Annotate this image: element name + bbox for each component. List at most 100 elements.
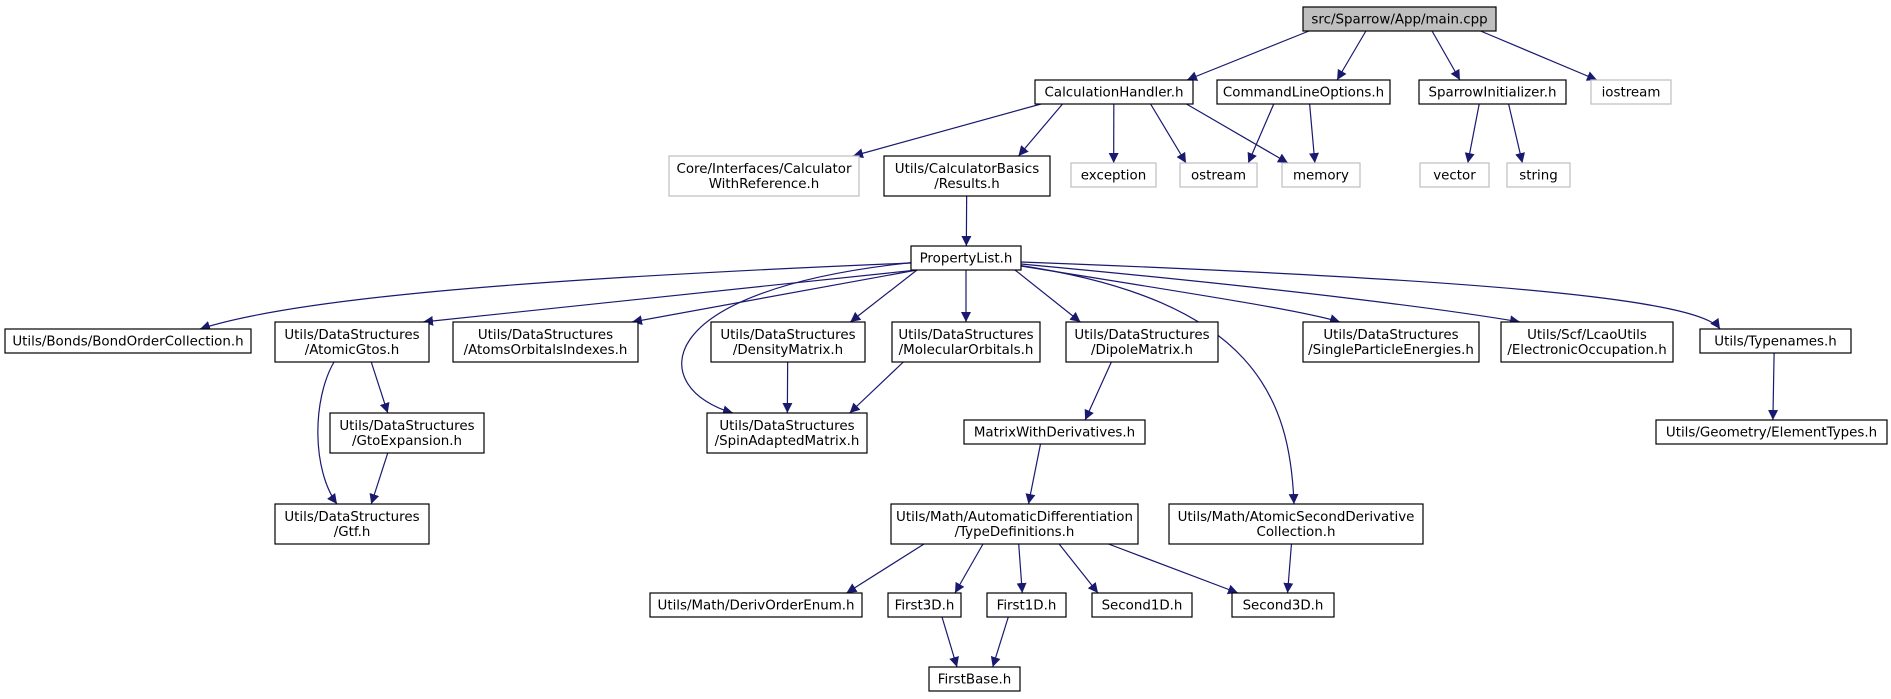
node-label: Utils/DataStructures [898, 328, 1033, 343]
node-label: Utils/DataStructures [284, 510, 419, 525]
node-molecular-orbitals[interactable]: Utils/DataStructures/MolecularOrbitals.h [891, 321, 1041, 363]
node-label: SparrowInitializer.h [1429, 86, 1557, 101]
node-label: exception [1081, 169, 1146, 184]
node-label: Utils/DataStructures [478, 328, 613, 343]
node-label: MatrixWithDerivatives.h [974, 426, 1135, 441]
node-first1d[interactable]: First1D.h [986, 592, 1067, 618]
node-label: Utils/DataStructures [720, 328, 855, 343]
edge-first3d-to-first-base [941, 616, 959, 668]
node-box [1065, 321, 1219, 363]
node-first-base[interactable]: FirstBase.h [928, 666, 1021, 692]
edge-property-list-to-atomic-second [1016, 264, 1299, 505]
node-cmd-opts[interactable]: CommandLineOptions.h [1216, 79, 1391, 105]
node-label: Second3D.h [1243, 599, 1324, 614]
node-first3d[interactable]: First3D.h [887, 592, 962, 618]
node-box [1034, 79, 1194, 105]
node-label: Collection.h [1257, 525, 1336, 540]
edge-sparrow-init-to-string [1508, 103, 1525, 164]
edge-property-list-to-atomic-gtos [422, 269, 918, 326]
node-label: /DipoleMatrix.h [1091, 343, 1193, 358]
node-label: WithReference.h [709, 177, 820, 192]
edge-property-list-to-typenames [1020, 261, 1721, 330]
node-box [1506, 162, 1571, 188]
edge-main-to-iostream [1480, 30, 1598, 81]
edge-type-defs-to-first1d [1016, 543, 1027, 594]
node-label: First3D.h [895, 599, 955, 614]
edge-atomic-second-to-second3d [1283, 543, 1294, 594]
node-box [1179, 162, 1258, 188]
edge-property-list-to-dipole-matrix [1014, 269, 1081, 323]
node-results[interactable]: Utils/CalculatorBasics/Results.h [883, 155, 1051, 197]
node-box [710, 321, 866, 363]
edge-calc-handler-to-memory [1186, 103, 1289, 164]
node-label: CalculationHandler.h [1045, 86, 1184, 101]
node-second3d[interactable]: Second3D.h [1231, 592, 1335, 618]
node-box [928, 666, 1021, 692]
node-label: ostream [1191, 169, 1246, 184]
edge-main-to-calc-handler [1186, 30, 1310, 81]
node-box [668, 155, 860, 197]
node-deriv-order[interactable]: Utils/Math/DerivOrderEnum.h [649, 592, 863, 618]
node-box [329, 412, 485, 454]
node-type-defs[interactable]: Utils/Math/AutomaticDifferentiation/Type… [890, 503, 1139, 545]
node-calc-ref: Core/Interfaces/CalculatorWithReference.… [668, 155, 860, 197]
node-exception: exception [1070, 162, 1157, 188]
node-box [1699, 328, 1852, 354]
node-main[interactable]: src/Sparrow/App/main.cpp [1302, 6, 1497, 32]
node-box [1418, 79, 1567, 105]
edge-calc-handler-to-results [1017, 103, 1064, 157]
node-density-matrix[interactable]: Utils/DataStructures/DensityMatrix.h [710, 321, 866, 363]
node-box [883, 155, 1051, 197]
node-label: /MolecularOrbitals.h [899, 343, 1034, 358]
edge-typenames-to-element-types [1768, 352, 1779, 421]
node-typenames[interactable]: Utils/Typenames.h [1699, 328, 1852, 354]
node-box [1302, 321, 1480, 363]
node-sparrow-init[interactable]: SparrowInitializer.h [1418, 79, 1567, 105]
edge-type-defs-to-first3d [954, 543, 984, 594]
node-matrix-deriv[interactable]: MatrixWithDerivatives.h [963, 419, 1146, 445]
edge-main-to-sparrow-init [1431, 30, 1461, 81]
node-box [887, 592, 962, 618]
node-label: Utils/DataStructures [339, 419, 474, 434]
node-gtf[interactable]: Utils/DataStructures/Gtf.h [274, 503, 430, 545]
node-label: First1D.h [997, 599, 1057, 614]
node-label: /Gtf.h [334, 525, 371, 540]
edge-type-defs-to-deriv-order [846, 543, 925, 594]
node-ostream: ostream [1179, 162, 1258, 188]
node-gto-expansion[interactable]: Utils/DataStructures/GtoExpansion.h [329, 412, 485, 454]
node-box [1281, 162, 1361, 188]
node-label: FirstBase.h [938, 673, 1012, 688]
node-label: /DensityMatrix.h [733, 343, 843, 358]
node-iostream: iostream [1590, 79, 1672, 105]
node-spin-adapted[interactable]: Utils/DataStructures/SpinAdaptedMatrix.h [706, 412, 868, 454]
node-box [649, 592, 863, 618]
edge-type-defs-to-second1d [1058, 543, 1099, 594]
node-box [4, 328, 252, 354]
node-element-types[interactable]: Utils/Geometry/ElementTypes.h [1655, 419, 1888, 445]
node-single-particle[interactable]: Utils/DataStructures/SingleParticleEnerg… [1302, 321, 1480, 363]
node-label: /AtomsOrbitalsIndexes.h [464, 343, 628, 358]
node-label: Utils/Math/AutomaticDifferentiation [896, 510, 1133, 525]
node-electronic-occ[interactable]: Utils/Scf/LcaoUtils/ElectronicOccupation… [1500, 321, 1674, 363]
node-atoms-orbitals[interactable]: Utils/DataStructures/AtomsOrbitalsIndexe… [452, 321, 639, 363]
node-label: Utils/CalculatorBasics [895, 162, 1039, 177]
node-label: /Results.h [934, 177, 1000, 192]
node-atomic-gtos[interactable]: Utils/DataStructures/AtomicGtos.h [274, 321, 430, 363]
edge-atomic-gtos-to-gtf [317, 361, 338, 505]
node-label: /AtomicGtos.h [305, 343, 400, 358]
node-box [274, 503, 430, 545]
node-dipole-matrix[interactable]: Utils/DataStructures/DipoleMatrix.h [1065, 321, 1219, 363]
node-atomic-second[interactable]: Utils/Math/AtomicSecondDerivativeCollect… [1168, 503, 1424, 545]
node-box [1168, 503, 1424, 545]
node-property-list[interactable]: PropertyList.h [910, 245, 1022, 271]
node-bond-order[interactable]: Utils/Bonds/BondOrderCollection.h [4, 328, 252, 354]
node-label: vector [1433, 169, 1476, 184]
node-calc-handler[interactable]: CalculationHandler.h [1034, 79, 1194, 105]
edge-type-defs-to-second3d [1108, 543, 1239, 595]
node-box [891, 321, 1041, 363]
node-label: Utils/DataStructures [284, 328, 419, 343]
node-box [986, 592, 1067, 618]
node-second1d[interactable]: Second1D.h [1091, 592, 1193, 618]
edge-calc-handler-to-calc-ref [852, 103, 1042, 159]
